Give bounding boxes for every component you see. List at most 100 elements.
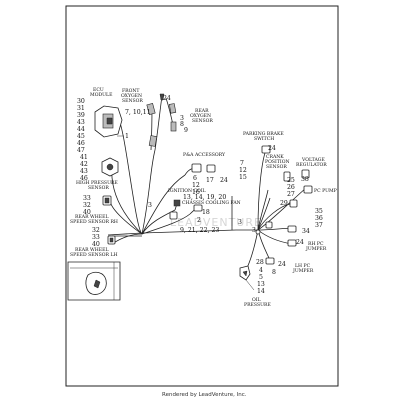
svg-text:34: 34 bbox=[302, 228, 310, 235]
svg-text:47: 47 bbox=[77, 147, 85, 154]
svg-text:8: 8 bbox=[180, 121, 184, 128]
svg-text:40: 40 bbox=[83, 209, 91, 216]
svg-text:16: 16 bbox=[192, 189, 200, 196]
rear-wheel-speed-sensor-rh bbox=[102, 195, 112, 206]
svg-text:3: 3 bbox=[252, 227, 256, 234]
main-harness bbox=[107, 117, 307, 271]
svg-text:42: 42 bbox=[80, 161, 88, 168]
svg-text:28: 28 bbox=[256, 259, 264, 266]
svg-text:SPEED SENSOR LH: SPEED SENSOR LH bbox=[70, 252, 118, 258]
high-pressure-sensor-label: 41 42 43 46 HIGH PRESSURE SENSOR bbox=[76, 154, 118, 191]
svg-text:PARKING BRAKE: PARKING BRAKE bbox=[243, 131, 284, 137]
svg-text:31: 31 bbox=[77, 105, 85, 112]
pc-jumpers bbox=[265, 225, 297, 265]
rear-oxygen-sensor bbox=[165, 97, 177, 132]
svg-text:CHASSIS COOLING FAN: CHASSIS COOLING FAN bbox=[182, 200, 241, 206]
svg-text:24: 24 bbox=[268, 145, 276, 152]
svg-text:3: 3 bbox=[238, 219, 242, 226]
rear-wheel-speed-sensor-lh bbox=[107, 235, 116, 245]
svg-text:24: 24 bbox=[163, 95, 171, 102]
svg-text:12: 12 bbox=[192, 182, 200, 189]
oil-pressure-label: 28 4 5 13 14 OIL PRESSURE bbox=[244, 259, 271, 308]
svg-text:24: 24 bbox=[296, 239, 304, 246]
rear-wheel-lh-label: 32 33 40 REAR WHEEL SPEED SENSOR LH bbox=[70, 227, 118, 258]
svg-text:24: 24 bbox=[220, 177, 228, 184]
rear-oxygen-sensor-label: REAR OXYGEN SENSOR 3 8 9 bbox=[180, 108, 213, 134]
svg-text:REAR: REAR bbox=[195, 108, 209, 114]
svg-text:SENSOR: SENSOR bbox=[266, 164, 287, 170]
pc-pump-connector bbox=[289, 185, 313, 208]
svg-text:30: 30 bbox=[77, 98, 85, 105]
svg-text:43: 43 bbox=[77, 119, 85, 126]
svg-text:1: 1 bbox=[125, 133, 129, 140]
ignition-coil-label: IGNITION COIL 13, 14, 19, 20 CHASSIS COO… bbox=[148, 188, 241, 234]
svg-text:12: 12 bbox=[239, 167, 247, 174]
svg-text:RH PC: RH PC bbox=[308, 241, 324, 247]
svg-text:46: 46 bbox=[77, 140, 85, 147]
svg-text:46: 46 bbox=[80, 175, 88, 182]
voltage-regulator bbox=[301, 169, 310, 179]
svg-text:LH PC: LH PC bbox=[295, 263, 311, 269]
svg-text:8: 8 bbox=[272, 269, 276, 276]
page-border bbox=[65, 5, 339, 387]
svg-text:35: 35 bbox=[315, 208, 323, 215]
front-oxygen-sensor-label: FRONT OXYGEN SENSOR 7, 10,11 24 bbox=[121, 88, 171, 116]
pc-jumpers-label: RH PC JUMPER LH PC JUMPER bbox=[292, 241, 327, 274]
rear-wheel-rh-label: 33 32 40 REAR WHEEL SPEED SENSOR RH bbox=[70, 195, 118, 225]
crank-position-label: CRANK POSITION SENSOR 25 26 27 bbox=[265, 154, 295, 198]
high-pressure-sensor bbox=[101, 157, 119, 177]
svg-text:P&A ACCESSORY: P&A ACCESSORY bbox=[183, 152, 226, 158]
svg-text:38: 38 bbox=[301, 176, 309, 183]
svg-text:OXYGEN: OXYGEN bbox=[190, 113, 211, 119]
parking-brake-switch bbox=[261, 145, 271, 154]
svg-text:33: 33 bbox=[83, 195, 91, 202]
parking-brake-label: PARKING BRAKE SWITCH 24 bbox=[243, 131, 284, 152]
ecu-callouts: 30 31 39 43 44 45 46 47 1 bbox=[77, 98, 129, 154]
svg-text:ECU: ECU bbox=[93, 87, 104, 93]
svg-text:15: 15 bbox=[239, 174, 247, 181]
svg-text:MODULE: MODULE bbox=[90, 92, 112, 98]
svg-text:43: 43 bbox=[80, 168, 88, 175]
svg-text:PC PUMP: PC PUMP bbox=[314, 188, 337, 194]
svg-text:26: 26 bbox=[287, 184, 295, 191]
watermark: LEADVENTURE bbox=[170, 216, 262, 229]
frame-bracket bbox=[67, 261, 121, 301]
footer-credit: Rendered by LeadVenture, Inc. bbox=[162, 392, 247, 398]
pa-accessory-label: P&A ACCESSORY 6 12 16 17 24 bbox=[183, 152, 228, 196]
svg-text:JUMPER: JUMPER bbox=[305, 246, 327, 252]
svg-text:CRANK: CRANK bbox=[266, 154, 284, 160]
svg-text:18: 18 bbox=[202, 209, 210, 216]
svg-text:37: 37 bbox=[315, 222, 323, 229]
right-side-callouts: 3 3 34 24 24 8 bbox=[238, 219, 310, 276]
svg-text:41: 41 bbox=[80, 154, 88, 161]
svg-text:2: 2 bbox=[197, 217, 201, 224]
svg-text:SWITCH: SWITCH bbox=[254, 136, 274, 142]
svg-text:REAR WHEEL: REAR WHEEL bbox=[75, 247, 109, 253]
svg-text:REAR WHEEL: REAR WHEEL bbox=[75, 214, 109, 220]
svg-text:45: 45 bbox=[77, 133, 85, 140]
right-mid-callouts: 7 12 15 bbox=[239, 160, 247, 181]
svg-text:JUMPER: JUMPER bbox=[292, 268, 314, 274]
voltage-regulator-label: VOLTAGE REGULATOR 38 bbox=[296, 157, 327, 183]
svg-text:OXYGEN: OXYGEN bbox=[121, 93, 142, 99]
svg-text:FRONT: FRONT bbox=[122, 88, 140, 94]
svg-text:40: 40 bbox=[92, 241, 100, 248]
svg-text:OIL: OIL bbox=[252, 297, 261, 303]
svg-text:IGNITION COIL: IGNITION COIL bbox=[168, 188, 206, 194]
svg-text:REGULATOR: REGULATOR bbox=[296, 162, 327, 168]
ecu-module bbox=[94, 105, 124, 138]
svg-text:39: 39 bbox=[77, 112, 85, 119]
svg-text:3: 3 bbox=[180, 115, 184, 122]
front-oxygen-sensor bbox=[146, 93, 165, 151]
svg-text:PRESSURE: PRESSURE bbox=[244, 302, 271, 308]
svg-text:13: 13 bbox=[257, 281, 265, 288]
svg-text:7: 7 bbox=[240, 160, 244, 167]
svg-text:24: 24 bbox=[278, 261, 286, 268]
svg-text:17: 17 bbox=[206, 177, 214, 184]
svg-text:13, 14, 19, 20: 13, 14, 19, 20 bbox=[183, 194, 226, 201]
ecu-module-label: ECU MODULE bbox=[90, 87, 112, 98]
svg-text:9, 21, 22, 23: 9, 21, 22, 23 bbox=[180, 227, 219, 234]
svg-text:SPEED SENSOR RH: SPEED SENSOR RH bbox=[70, 219, 118, 225]
